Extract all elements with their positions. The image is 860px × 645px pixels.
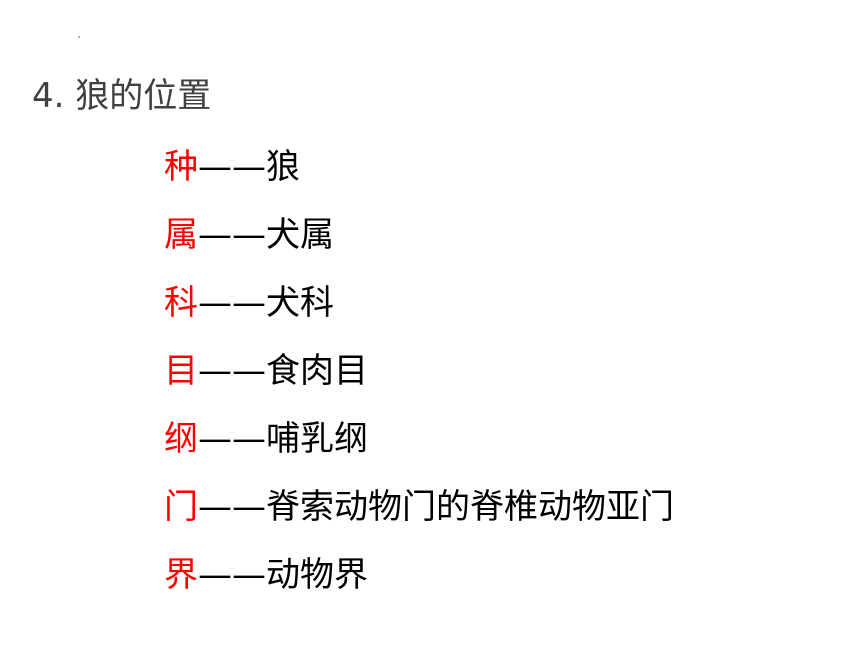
rank-separator: —— bbox=[198, 419, 266, 459]
rank-term: 目 bbox=[164, 351, 198, 391]
rank-separator: —— bbox=[198, 147, 266, 187]
rank-value: 哺乳纲 bbox=[266, 419, 368, 459]
rank-row-kingdom: 界——动物界 bbox=[164, 552, 674, 620]
rank-term: 纲 bbox=[164, 419, 198, 459]
rank-term: 界 bbox=[164, 555, 198, 595]
slide-heading: 4. 狼的位置 bbox=[32, 76, 212, 116]
rank-term: 门 bbox=[164, 487, 198, 527]
rank-row-genus: 属——犬属 bbox=[164, 212, 674, 280]
rank-row-order: 目——食肉目 bbox=[164, 348, 674, 416]
rank-separator: —— bbox=[198, 487, 266, 527]
rank-separator: —— bbox=[198, 215, 266, 255]
rank-separator: —— bbox=[198, 283, 266, 323]
rank-value: 狼 bbox=[266, 147, 300, 187]
decorative-dot bbox=[78, 36, 80, 38]
rank-value: 动物界 bbox=[266, 555, 368, 595]
rank-value: 脊索动物门的脊椎动物亚门 bbox=[266, 487, 674, 527]
rank-row-class: 纲——哺乳纲 bbox=[164, 416, 674, 484]
rank-separator: —— bbox=[198, 351, 266, 391]
rank-row-species: 种——狼 bbox=[164, 144, 674, 212]
taxonomy-list: 种——狼 属——犬属 科——犬科 目——食肉目 纲——哺乳纲 门——脊索动物门的… bbox=[164, 144, 674, 620]
rank-term: 属 bbox=[164, 215, 198, 255]
rank-term: 种 bbox=[164, 147, 198, 187]
rank-value: 食肉目 bbox=[266, 351, 368, 391]
rank-separator: —— bbox=[198, 555, 266, 595]
rank-value: 犬属 bbox=[266, 215, 334, 255]
rank-value: 犬科 bbox=[266, 283, 334, 323]
rank-term: 科 bbox=[164, 283, 198, 323]
rank-row-family: 科——犬科 bbox=[164, 280, 674, 348]
rank-row-phylum: 门——脊索动物门的脊椎动物亚门 bbox=[164, 484, 674, 552]
